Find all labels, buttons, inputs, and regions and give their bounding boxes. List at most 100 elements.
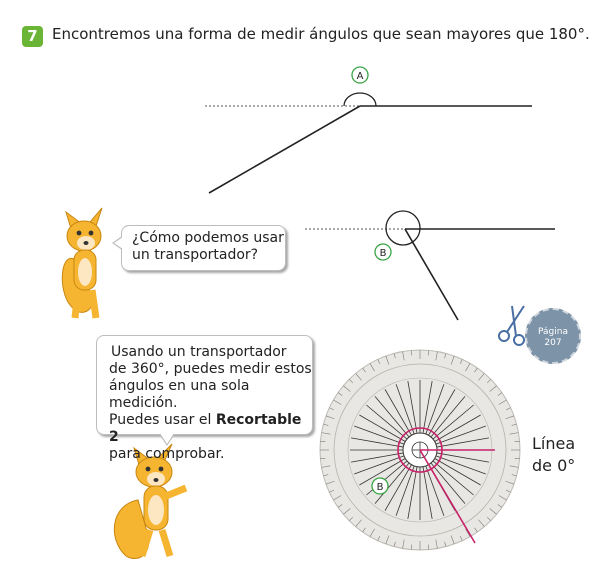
- protractor-tick: [333, 399, 342, 405]
- protractor-b-label: B: [377, 482, 384, 493]
- speech-bubble-answer: Usando un transportador de 360°, puedes …: [96, 335, 313, 462]
- protractor-tick: [325, 480, 335, 485]
- protractor-spoke: [422, 380, 433, 434]
- protractor-tick: [377, 535, 381, 541]
- protractor-spoke: [425, 465, 445, 516]
- protractor-tick: [321, 432, 331, 435]
- protractor-tick: [489, 508, 497, 515]
- bubble-answer-line4-prefix: Puedes usar el: [109, 412, 216, 428]
- protractor-spoke: [350, 437, 404, 448]
- protractor-tick: [486, 516, 491, 521]
- protractor-spoke: [407, 466, 418, 520]
- protractor-tick: [450, 535, 455, 545]
- protractor-spoke: [435, 455, 486, 475]
- protractor-tick: [343, 508, 351, 515]
- protractor-tick: [393, 541, 396, 547]
- protractor-tick: [329, 407, 335, 411]
- protractor-spoke: [434, 458, 481, 486]
- protractor-spoke: [354, 455, 405, 475]
- angle-b-label: B: [380, 248, 387, 259]
- protractor-tick: [497, 504, 503, 508]
- protractor-tick: [362, 367, 366, 373]
- protractor-tick: [323, 423, 329, 426]
- bubble-answer-line2: de 360°, puedes medir estos: [109, 361, 312, 377]
- page-reference-badge: Página 207: [525, 308, 581, 364]
- bubble-answer-line4: Puedes usar el Recortable 2: [109, 412, 312, 446]
- protractor-spoke: [350, 452, 404, 463]
- protractor-tick: [511, 423, 517, 426]
- protractor-tick: [465, 363, 471, 372]
- angle-a: [205, 92, 532, 194]
- protractor-tick: [498, 495, 507, 501]
- protractor-tick: [349, 379, 354, 384]
- protractor-tick: [505, 489, 511, 493]
- protractor-tick: [402, 539, 405, 549]
- bubble-answer-line3: ángulos en una sola medición.: [109, 378, 250, 411]
- protractor-360: [319, 349, 521, 551]
- protractor-tick: [444, 353, 447, 359]
- fox-character: [113, 443, 188, 559]
- protractor-tick: [343, 385, 351, 392]
- speech-bubble-question: ¿Cómo podemos usar un transportador?: [112, 225, 286, 271]
- protractor-spoke: [354, 425, 405, 445]
- recortable-reference: Recortable 2: [109, 412, 302, 445]
- protractor-tick: [435, 539, 438, 549]
- bubble-answer-line1: Usando un transportador: [111, 344, 287, 360]
- protractor-tick: [505, 415, 515, 420]
- protractor-tick: [498, 399, 507, 405]
- protractor-spoke: [374, 462, 410, 504]
- protractor-tick: [385, 535, 390, 545]
- protractor-tick: [474, 527, 478, 533]
- protractor-spoke: [425, 384, 445, 435]
- protractor-tick: [349, 516, 354, 521]
- protractor-tick: [385, 355, 390, 365]
- protractor-spoke: [384, 389, 412, 436]
- protractor-tick: [362, 527, 366, 533]
- protractor-spoke: [430, 462, 466, 504]
- angle-a-label: A: [357, 71, 364, 82]
- protractor-tick: [393, 353, 396, 359]
- protractor-spoke: [359, 414, 406, 442]
- protractor-spoke: [395, 384, 415, 435]
- protractor-tick: [505, 480, 515, 485]
- protractor-tick: [369, 363, 375, 372]
- exercise-instruction: Encontremos una forma de medir ángulos q…: [52, 25, 590, 43]
- angle-b: [305, 210, 555, 321]
- protractor-spoke: [366, 404, 408, 440]
- protractor-tick: [355, 373, 362, 381]
- protractor-tick: [402, 351, 405, 361]
- protractor-spoke: [407, 380, 418, 434]
- protractor-spoke: [436, 452, 490, 463]
- protractor-tick: [325, 415, 335, 420]
- protractor-spoke: [395, 465, 415, 516]
- exercise-number: 7: [22, 26, 43, 47]
- protractor-tick: [337, 504, 343, 508]
- protractor-tick: [435, 351, 438, 361]
- protractor-spoke: [384, 464, 412, 511]
- protractor-tick: [369, 528, 375, 537]
- protractor-spoke: [436, 437, 490, 448]
- protractor-tick: [450, 355, 455, 365]
- fox-character: [61, 207, 103, 319]
- protractor-tick: [511, 474, 517, 477]
- protractor-spoke: [374, 396, 410, 438]
- zero-line-label-line1: Línea: [532, 434, 576, 453]
- protractor-tick: [489, 385, 497, 392]
- bubble-question-line1: ¿Cómo podemos usar: [132, 230, 284, 246]
- protractor-tick: [333, 495, 342, 501]
- protractor-tick: [486, 379, 491, 384]
- protractor-spoke: [432, 404, 474, 440]
- protractor-tick: [497, 392, 503, 396]
- protractor-spoke: [435, 425, 486, 445]
- protractor-spoke: [359, 458, 406, 486]
- bubble-answer-line5: para comprobar.: [109, 446, 225, 462]
- protractor-tick: [444, 541, 447, 547]
- protractor-tick: [505, 407, 511, 411]
- protractor-spoke: [428, 389, 456, 436]
- page-reference-label: Página: [538, 327, 568, 337]
- protractor-tick: [337, 392, 343, 396]
- protractor-spoke: [422, 466, 433, 520]
- protractor-tick: [459, 359, 463, 365]
- zero-line-label-line2: de 0°: [532, 456, 576, 475]
